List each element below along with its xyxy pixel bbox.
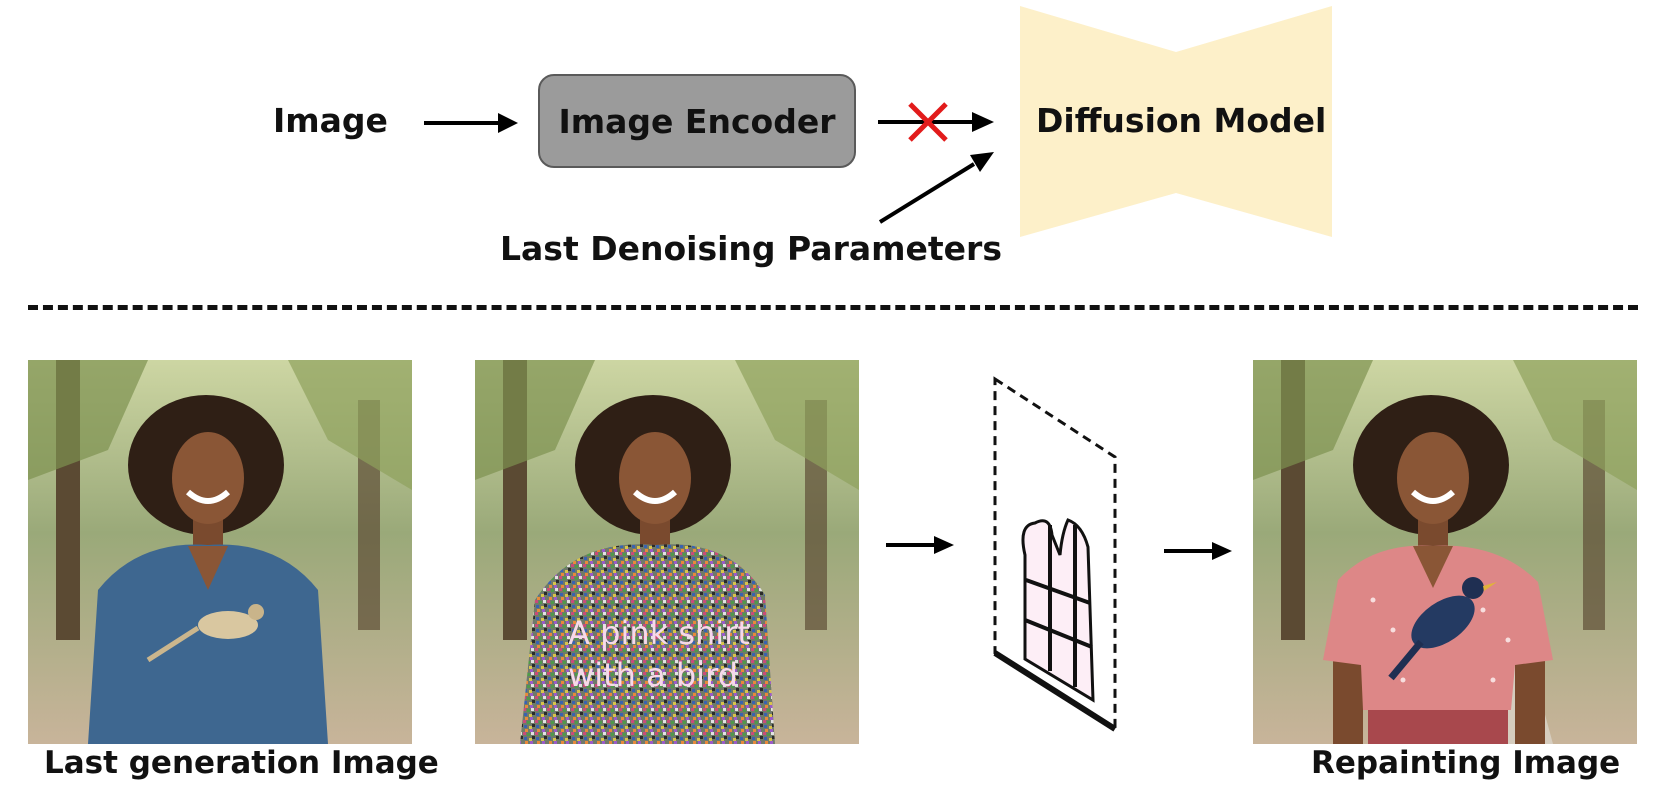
noise-mask-region	[520, 544, 775, 744]
repainting-caption: Repainting Image	[1311, 745, 1621, 781]
input-image-label: Image	[273, 101, 388, 140]
last-generation-caption: Last generation Image	[44, 745, 439, 781]
image-encoder-label: Image Encoder	[558, 101, 836, 141]
last-generation-photo	[28, 360, 412, 744]
prompt-line-2: with a bird	[568, 656, 738, 694]
noised-prompt-photo: A pink shirt with a bird	[475, 360, 859, 744]
image-encoder-box: Image Encoder	[538, 74, 856, 168]
last-denoising-parameters-label: Last Denoising Parameters	[500, 229, 1002, 268]
arrow-right-icon	[1164, 542, 1232, 560]
cross-icon	[908, 102, 948, 142]
arrow-right-icon	[886, 536, 954, 554]
bird-embroidery	[146, 604, 264, 663]
prompt-line-1: A pink shirt	[568, 614, 750, 652]
mask-plane-icon	[993, 376, 1117, 732]
diffusion-model-label: Diffusion Model	[1036, 101, 1327, 140]
bird-print	[1388, 577, 1497, 681]
repainting-photo	[1253, 360, 1637, 744]
arrow-params-to-model	[878, 152, 994, 224]
arrow-encoder-to-model	[878, 102, 994, 142]
diffusion-model-shape	[1020, 6, 1332, 237]
arrow-image-to-encoder	[424, 113, 518, 133]
section-divider	[28, 305, 1638, 310]
